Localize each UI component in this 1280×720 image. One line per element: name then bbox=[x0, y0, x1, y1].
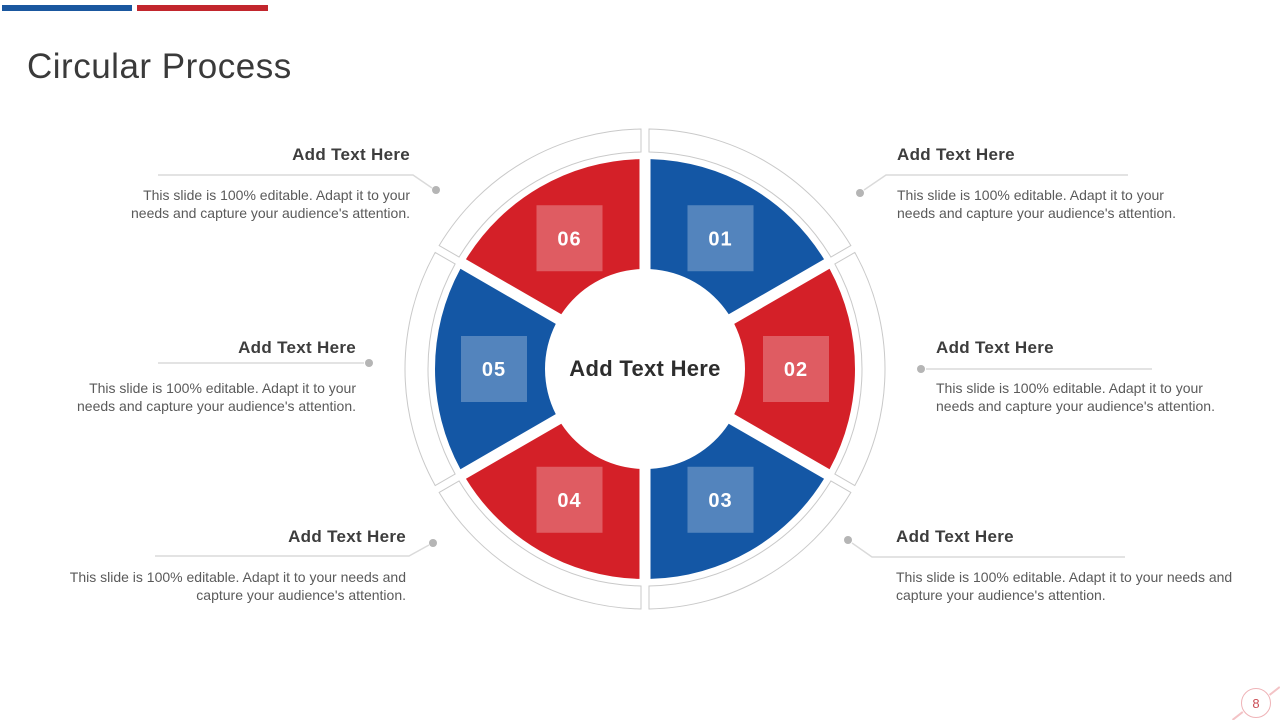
segment-06-number: 06 bbox=[557, 228, 581, 250]
callout-body[interactable]: This slide is 100% editable. Adapt it to… bbox=[936, 380, 1215, 414]
callout-middle-left: Add Text Here This slide is 100% editabl… bbox=[64, 338, 356, 415]
page-number: 8 bbox=[1252, 695, 1260, 711]
callout-heading[interactable]: Add Text Here bbox=[936, 338, 1054, 357]
page-title[interactable]: Circular Process bbox=[27, 47, 292, 87]
callout-middle-right: Add Text Here This slide is 100% editabl… bbox=[936, 338, 1228, 415]
segment-01[interactable] bbox=[650, 159, 825, 315]
segment-01-number: 01 bbox=[708, 228, 732, 250]
segment-03[interactable] bbox=[650, 423, 825, 579]
connector-bottom-left-dot bbox=[429, 539, 437, 547]
outer-ring-arc-01 bbox=[648, 128, 852, 258]
segment-03-number: 03 bbox=[708, 490, 732, 512]
callout-bottom-right: Add Text Here This slide is 100% editabl… bbox=[896, 527, 1258, 604]
callout-body[interactable]: This slide is 100% editable. Adapt it to… bbox=[896, 569, 1233, 603]
callout-heading[interactable]: Add Text Here bbox=[238, 338, 356, 357]
connector-top-right-line bbox=[863, 174, 1128, 191]
callout-heading[interactable]: Add Text Here bbox=[896, 527, 1014, 546]
callout-body[interactable]: This slide is 100% editable. Adapt it to… bbox=[131, 187, 410, 221]
accent-bar-red bbox=[137, 5, 268, 11]
callout-bottom-left: Add Text Here This slide is 100% editabl… bbox=[48, 527, 406, 604]
outer-ring-arc-02 bbox=[834, 251, 886, 487]
segment-03-chip bbox=[687, 466, 754, 533]
outer-ring-arc-03 bbox=[648, 480, 852, 610]
callout-heading[interactable]: Add Text Here bbox=[897, 145, 1015, 164]
segment-05-number: 05 bbox=[482, 359, 506, 381]
connector-top-right-dot bbox=[856, 189, 864, 197]
segment-04-number: 04 bbox=[557, 490, 581, 512]
segment-06-chip bbox=[536, 205, 603, 272]
segment-05-chip bbox=[461, 336, 527, 402]
segment-04-chip bbox=[536, 466, 603, 533]
connector-top-left-dot bbox=[432, 186, 440, 194]
callout-body[interactable]: This slide is 100% editable. Adapt it to… bbox=[77, 380, 356, 414]
segment-01-chip bbox=[687, 205, 754, 272]
connector-bottom-right-line bbox=[851, 542, 1125, 558]
segment-05[interactable] bbox=[435, 268, 556, 470]
connector-bottom-right-dot bbox=[844, 536, 852, 544]
segment-04[interactable] bbox=[465, 423, 640, 579]
diagram-center-label[interactable]: Add Text Here bbox=[569, 356, 721, 381]
callout-body[interactable]: This slide is 100% editable. Adapt it to… bbox=[897, 187, 1176, 221]
page-number-badge: 8 bbox=[1241, 688, 1271, 718]
connector-middle-right-dot bbox=[917, 365, 925, 373]
callout-heading[interactable]: Add Text Here bbox=[292, 145, 410, 164]
segment-02-chip bbox=[763, 336, 829, 402]
connector-top-left-line bbox=[158, 174, 433, 189]
outer-ring-arc-05 bbox=[404, 251, 456, 487]
callout-top-right: Add Text Here This slide is 100% editabl… bbox=[897, 145, 1189, 222]
segment-02-number: 02 bbox=[784, 359, 808, 381]
segment-02[interactable] bbox=[734, 268, 855, 470]
outer-ring-arc-06 bbox=[438, 128, 642, 258]
connector-bottom-left-line bbox=[155, 544, 430, 557]
segment-06[interactable] bbox=[465, 159, 640, 315]
connector-middle-left-dot bbox=[365, 359, 373, 367]
accent-bar-blue bbox=[2, 5, 132, 11]
callout-heading[interactable]: Add Text Here bbox=[288, 527, 406, 546]
outer-ring-arc-04 bbox=[438, 480, 642, 610]
callout-top-left: Add Text Here This slide is 100% editabl… bbox=[118, 145, 410, 222]
callout-body[interactable]: This slide is 100% editable. Adapt it to… bbox=[69, 569, 406, 603]
